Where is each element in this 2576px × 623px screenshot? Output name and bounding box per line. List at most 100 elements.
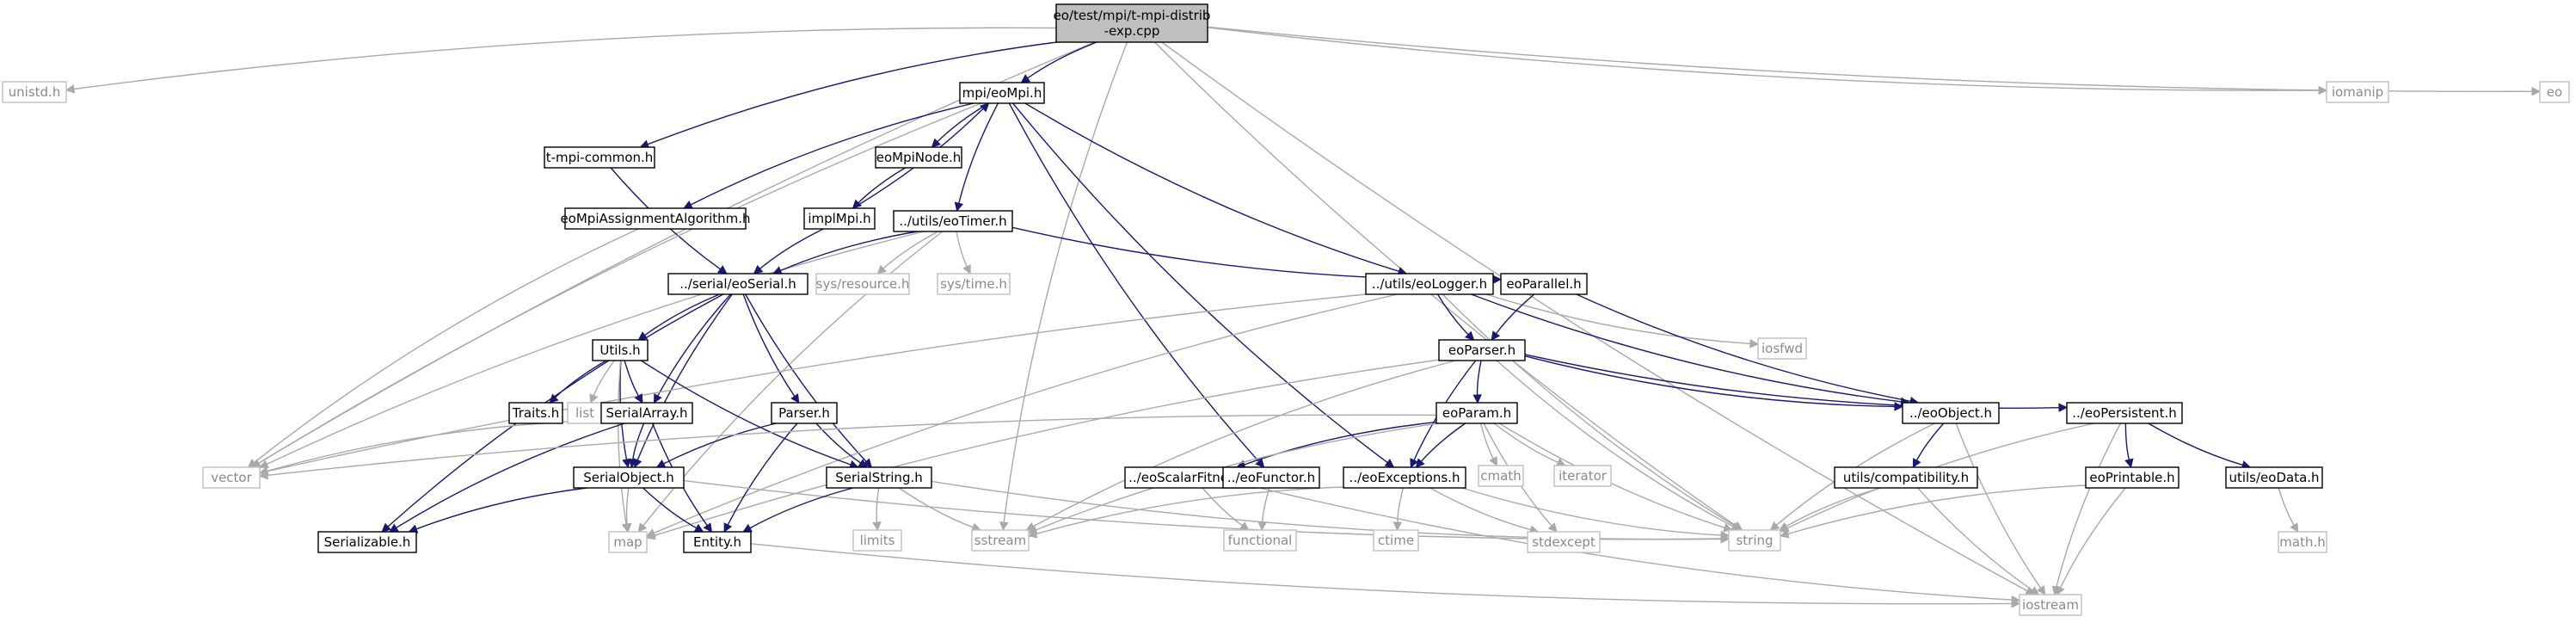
node-vector: vector <box>202 466 261 489</box>
node-eopersistent[interactable]: ../eoPersistent.h <box>2066 402 2183 424</box>
edge-utilsh-to-serialarray <box>624 360 643 404</box>
node-box <box>1834 466 1978 489</box>
edge-line <box>1154 41 1737 527</box>
node-eologger[interactable]: ../utils/eoLogger.h <box>1365 273 1494 295</box>
arrowhead-icon <box>2011 599 2021 608</box>
node-eoexceptions[interactable]: ../eoExceptions.h <box>1343 466 1466 489</box>
node-label: eoParam.h <box>1442 405 1511 421</box>
node-eodata[interactable]: utils/eoData.h <box>2225 466 2323 489</box>
node-eompi[interactable]: mpi/eoMpi.h <box>959 82 1045 104</box>
node-functional: functional <box>1223 529 1297 552</box>
node-eoparser[interactable]: eoParser.h <box>1438 339 1526 361</box>
node-label: vector <box>211 470 252 485</box>
node-box <box>317 531 417 553</box>
edge-line <box>1576 293 1911 402</box>
node-eoserial[interactable]: ../serial/eoSerial.h <box>667 273 808 295</box>
node-tmpicommon[interactable]: t-mpi-common.h <box>544 146 655 169</box>
node-utilsh[interactable]: Utils.h <box>592 339 649 361</box>
edge-serialstring-to-entity <box>742 487 854 533</box>
node-label: mpi/eoMpi.h <box>962 85 1042 101</box>
arrowhead-icon <box>1912 458 1921 468</box>
edge-line <box>2278 487 2295 526</box>
node-eo: eo <box>2539 81 2570 103</box>
edge-line <box>742 293 796 397</box>
edge-eoobject-to-iostream <box>1955 423 2046 595</box>
node-serialobject[interactable]: SerialObject.h <box>573 466 685 489</box>
edge-eoparam-to-eoscalarfitness <box>1236 421 1437 469</box>
edge-line <box>636 293 733 460</box>
node-label: eoParallel.h <box>1506 276 1581 292</box>
edge-eompiassign-to-vector <box>247 228 639 468</box>
node-label: list <box>575 405 594 421</box>
node-box <box>2278 531 2327 553</box>
node-eoparallel[interactable]: eoParallel.h <box>1500 273 1588 295</box>
node-box <box>1055 3 1208 43</box>
edge-eologger-to-eoparser <box>1436 293 1475 341</box>
edge-line <box>1493 423 1559 464</box>
edge-line <box>876 487 880 523</box>
node-eompiassign[interactable]: eoMpiAssignmentAlgorithm.h <box>560 207 751 230</box>
node-serialarray[interactable]: SerialArray.h <box>600 402 693 424</box>
node-implmpi[interactable]: implMpi.h <box>803 207 876 230</box>
node-compat[interactable]: utils/compatibility.h <box>1834 466 1978 489</box>
node-eoobject[interactable]: ../eoObject.h <box>1902 402 2000 424</box>
node-label: ../eoExceptions.h <box>1349 470 1460 485</box>
node-serialstring[interactable]: SerialString.h <box>826 466 932 489</box>
node-ctime: ctime <box>1373 529 1419 552</box>
arrowhead-icon <box>1749 338 1760 349</box>
node-eoprintable[interactable]: eoPrintable.h <box>2085 466 2179 489</box>
node-box <box>2326 81 2389 103</box>
arrowhead-icon <box>954 201 964 213</box>
node-eoparam[interactable]: eoParam.h <box>1436 402 1518 424</box>
node-box <box>815 273 910 295</box>
node-serializable[interactable]: Serializable.h <box>317 531 417 553</box>
edge-line <box>1202 487 1243 527</box>
node-label: ../utils/eoTimer.h <box>899 213 1006 229</box>
arrowhead-icon <box>872 521 882 532</box>
node-entity[interactable]: Entity.h <box>683 531 752 553</box>
node-string: string <box>1728 529 1781 552</box>
edge-eotimer-to-systime <box>956 231 971 275</box>
node-box <box>959 82 1045 104</box>
node-mathh: math.h <box>2278 531 2327 553</box>
arrowhead-icon <box>1547 522 1558 533</box>
node-label: string <box>1736 533 1773 548</box>
edge-line <box>1496 360 1734 527</box>
node-label: sstream <box>974 533 1026 548</box>
edge-eoparser-to-string <box>1496 360 1741 531</box>
edge-line <box>1498 423 1725 528</box>
edge-line <box>641 360 851 466</box>
node-label: Traits.h <box>512 405 559 421</box>
edge-eodata-to-mathh <box>2278 487 2299 533</box>
node-box <box>937 273 1011 295</box>
edge-line <box>555 360 607 398</box>
edge-line <box>415 487 587 530</box>
edge-line <box>958 102 999 204</box>
arrowhead-icon <box>2058 403 2069 412</box>
edge-line <box>1476 360 1482 396</box>
arrowhead-icon <box>2056 585 2065 596</box>
edge-line <box>654 359 1440 537</box>
node-root[interactable]: eo/test/mpi/t-mpi-distrib-exp.cpp <box>1054 3 1211 43</box>
node-label: stdexcept <box>1532 534 1595 550</box>
node-eofunctor[interactable]: ../eoFunctor.h <box>1222 466 1320 489</box>
node-box <box>1902 402 2000 424</box>
edge-line <box>624 360 640 397</box>
edge-line <box>1442 293 1736 527</box>
node-cmath: cmath <box>1478 465 1524 487</box>
node-parserh[interactable]: Parser.h <box>771 402 838 424</box>
node-traits[interactable]: Traits.h <box>508 402 563 424</box>
edge-eoparam-to-vector <box>258 414 1437 480</box>
arrowhead-icon <box>589 393 599 404</box>
node-eotimer[interactable]: ../utils/eoTimer.h <box>893 210 1013 232</box>
node-eompinode[interactable]: eoMpiNode.h <box>875 146 962 169</box>
edge-line <box>1524 355 1896 408</box>
edge-line <box>1787 484 2087 535</box>
edge-eompi-to-eofunctor <box>1008 102 1265 468</box>
arrowhead-icon <box>1410 458 1419 469</box>
node-map: map <box>608 531 648 553</box>
node-limits: limits <box>852 529 902 552</box>
edge-serialobject-to-serializable <box>408 487 587 534</box>
edge-eoserial-to-serializable <box>381 293 724 533</box>
